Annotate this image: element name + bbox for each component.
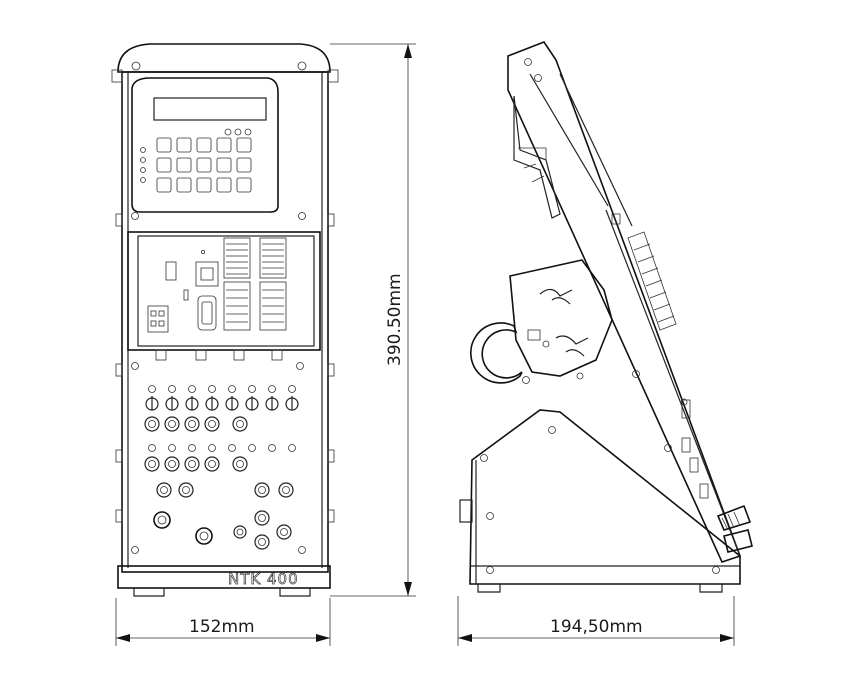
side-foot	[699, 584, 723, 593]
front-top-lid	[117, 43, 331, 73]
side-knobs	[716, 504, 753, 553]
front-foot	[279, 588, 311, 597]
cable-glands	[155, 349, 283, 361]
socket-row	[144, 416, 248, 432]
lid-screw	[131, 61, 141, 71]
rear-connector	[459, 499, 473, 523]
lid-screw	[297, 61, 307, 71]
module-panel	[127, 231, 321, 351]
hook-ring	[470, 322, 523, 384]
socket-row	[144, 456, 248, 472]
toggle-switches	[145, 385, 299, 411]
side-lower-body	[469, 409, 741, 585]
height-label: 390.50mm	[385, 273, 405, 366]
width-label: 152mm	[189, 617, 255, 637]
keypad	[156, 137, 252, 193]
controller-unit	[131, 77, 279, 213]
large-sockets	[156, 482, 294, 550]
dimension-depth: 194,50mm	[457, 596, 735, 646]
front-base	[117, 565, 331, 589]
ethernet-port	[195, 261, 219, 287]
side-view	[459, 41, 753, 593]
indicator-lamps	[148, 444, 296, 452]
model-label: NTK 400	[228, 570, 299, 588]
adjustable-mount	[470, 259, 613, 384]
serial-port	[197, 295, 217, 331]
rotary-knobs	[153, 511, 247, 545]
front-view: NTK 400	[111, 43, 339, 597]
side-terminal-strip	[627, 231, 677, 331]
depth-label: 194,50mm	[550, 617, 643, 637]
front-body	[121, 71, 329, 573]
controller-display	[153, 97, 267, 121]
side-foot	[477, 584, 501, 593]
dimension-width: 152mm	[115, 598, 331, 646]
dimension-height: 390.50mm	[330, 43, 416, 597]
mounting-bracket	[513, 95, 561, 219]
front-foot	[133, 588, 165, 597]
power-connector	[147, 305, 169, 333]
terminal-blocks	[223, 237, 287, 331]
